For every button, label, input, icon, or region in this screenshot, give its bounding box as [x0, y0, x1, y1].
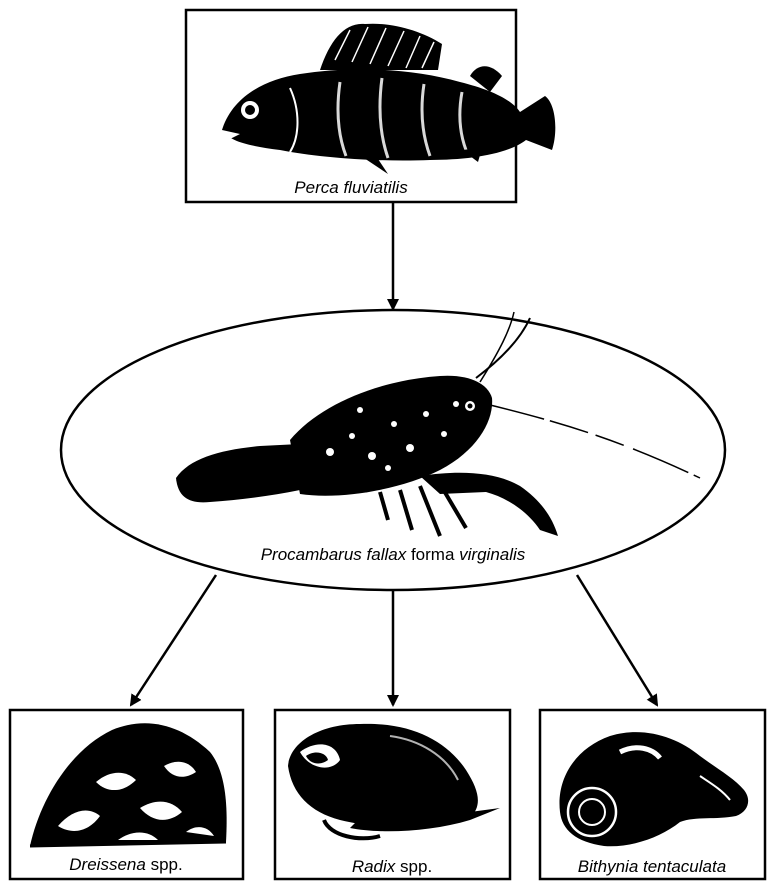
arrow-crayfish-to-bithynia	[577, 575, 657, 705]
arrow-crayfish-to-dreissena	[131, 575, 216, 705]
dreissena-label: Dreissena spp.	[69, 855, 182, 874]
dreissena-spp: spp.	[151, 855, 183, 874]
perch-genus: Perca	[294, 178, 338, 197]
radix-label: Radix spp.	[352, 857, 432, 876]
perch-node: Perca fluviatilis	[186, 10, 555, 202]
perch-species: fluviatilis	[343, 178, 408, 197]
crayfish-label: Procambarus fallax forma virginalis	[261, 545, 526, 564]
radix-name: Radix	[352, 857, 396, 876]
dreissena-node: Dreissena spp.	[10, 710, 243, 879]
bithynia-node: Bithynia tentaculata	[540, 710, 765, 879]
radix-node: Radix spp.	[275, 710, 510, 879]
crayfish-form-name: virginalis	[459, 545, 526, 564]
crayfish-node: Procambarus fallax forma virginalis	[61, 310, 725, 590]
crayfish-genus: Procambarus	[261, 545, 363, 564]
bithynia-label: Bithynia tentaculata	[578, 857, 726, 876]
perch-label: Perca fluviatilis	[294, 178, 408, 197]
crayfish-species: fallax	[367, 545, 407, 564]
crayfish-rank-word: forma	[411, 545, 455, 564]
dreissena-name: Dreissena	[69, 855, 146, 874]
bithynia-name: Bithynia tentaculata	[578, 857, 726, 876]
radix-spp: spp.	[400, 857, 432, 876]
